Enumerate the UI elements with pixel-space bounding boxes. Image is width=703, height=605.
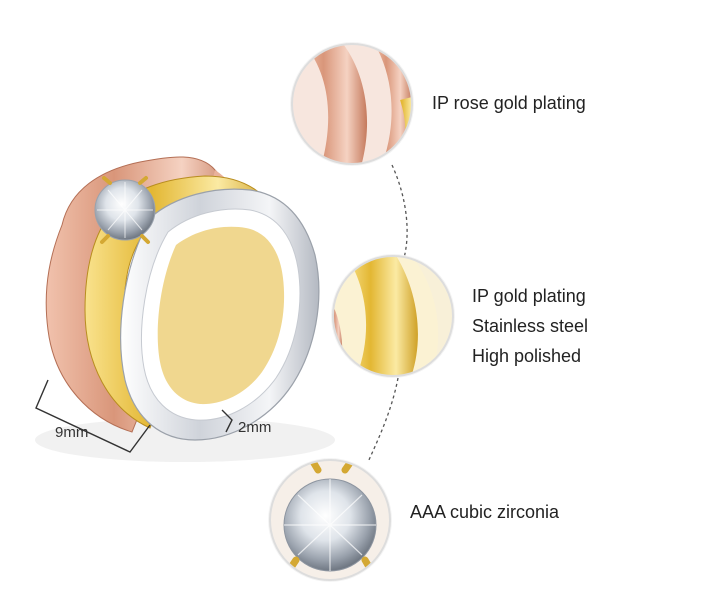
callout-stainless-steel: Stainless steel — [472, 316, 589, 336]
gold-detail-circle — [331, 254, 455, 378]
callout-gold-plating: IP gold plating — [472, 286, 586, 306]
dimension-2mm: 2mm — [238, 419, 272, 436]
dimension-lines — [35, 379, 233, 453]
rose-gold-detail-circle — [290, 42, 414, 166]
callout-rose-gold-plating: IP rose gold plating — [432, 93, 586, 113]
dimension-9mm: 9mm — [55, 424, 89, 441]
callout-high-polished: High polished — [472, 346, 582, 366]
zirconia-detail-circle — [268, 458, 392, 582]
silver-band — [120, 188, 320, 441]
callout-cubic-zirconia: AAA cubic zirconia — [410, 502, 560, 522]
ring-gemstone — [94, 176, 156, 244]
